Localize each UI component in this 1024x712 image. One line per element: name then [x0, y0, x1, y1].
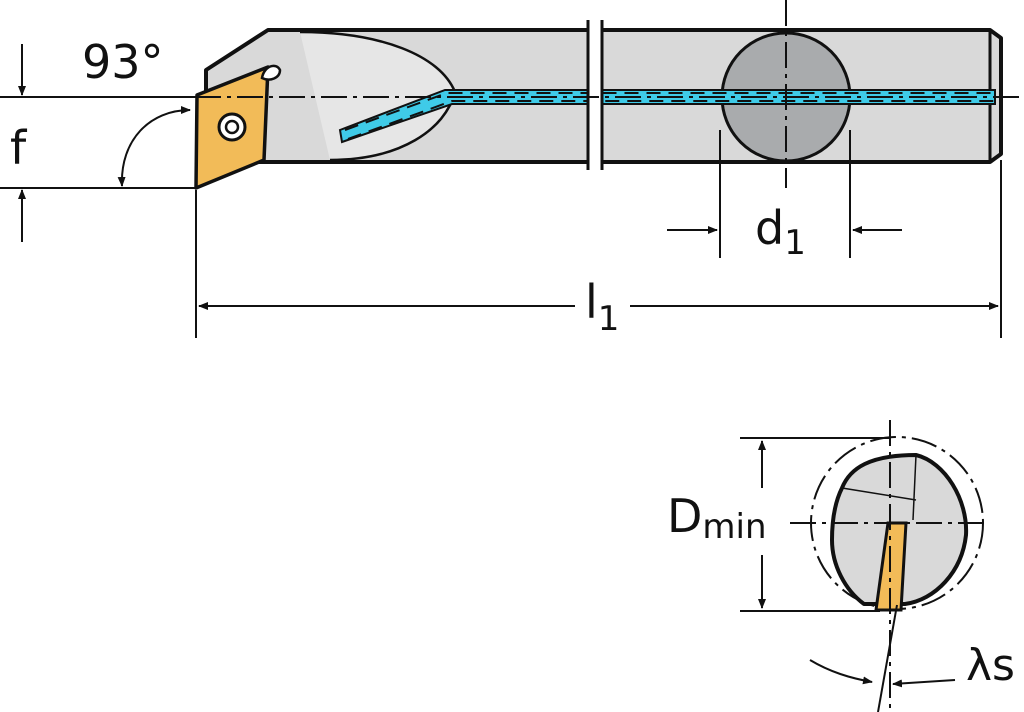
dmin-label: Dmin	[667, 489, 767, 547]
insert-screw-inner	[224, 119, 240, 135]
lambda-s-inclined-line	[877, 604, 898, 712]
dmin-label-sub: min	[702, 507, 766, 547]
d1-label-sub: 1	[784, 223, 806, 263]
angle-label: 93°	[82, 35, 164, 89]
side-view: 93° f d1 l1	[0, 0, 1024, 339]
coolant-channel-dash-bottom	[347, 100, 995, 140]
l1-label-sub: 1	[598, 299, 620, 339]
lambda-s-arc-left	[809, 659, 873, 685]
end-view-flat-line	[841, 487, 917, 501]
f-label: f	[10, 121, 28, 175]
d1-label-main: d	[755, 201, 784, 255]
dmin-label-main: D	[667, 489, 702, 543]
break-gap	[588, 20, 602, 170]
end-view-flat-line-2	[912, 454, 917, 521]
clamp-screw-slot	[260, 64, 282, 81]
coolant-channel	[338, 89, 996, 144]
d1-label: d1	[755, 201, 806, 263]
lambda-s-label: λs	[966, 640, 1015, 691]
coolant-channel-dash-top	[344, 92, 995, 131]
angle-arc	[117, 106, 191, 187]
l1-label-main: l	[585, 275, 598, 329]
l1-label: l1	[585, 275, 619, 339]
end-view: Dmin λs	[667, 420, 1015, 712]
lambda-s-arrow-right	[892, 679, 956, 688]
